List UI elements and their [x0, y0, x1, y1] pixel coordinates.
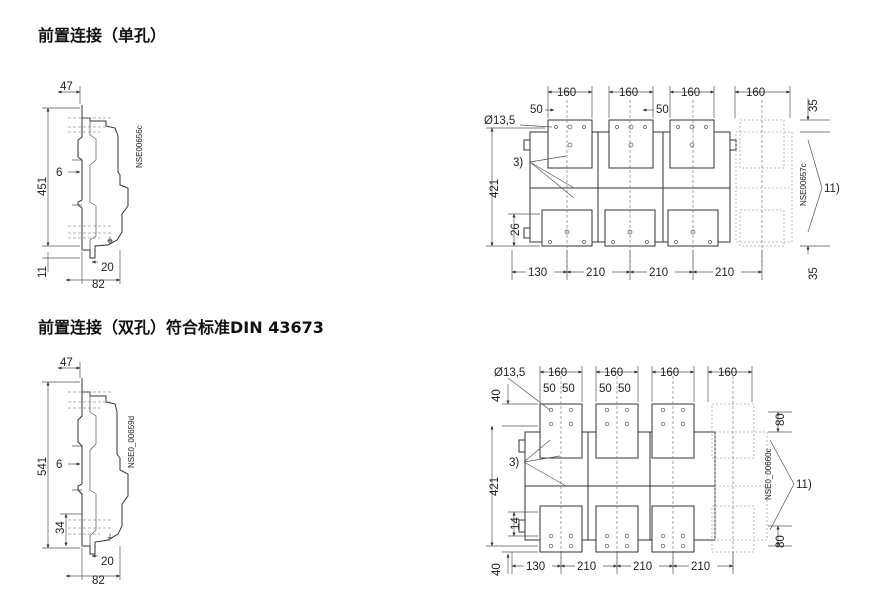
ground-symbol-2: ⏚	[106, 533, 114, 542]
dim-front-left: 130	[528, 267, 547, 279]
dim-front-width-4: 160	[746, 87, 765, 99]
terminals-bottom-2	[539, 505, 755, 553]
callout-11-front-2: 11)	[796, 479, 812, 491]
dim-side-bottom: 11	[37, 266, 49, 278]
callout-11-front-1: 11)	[824, 183, 840, 195]
drawing-code-side-2: NSE0_00659d	[127, 416, 136, 468]
dim2-pitch-1a: 50	[543, 383, 556, 395]
dim2-pitch-2a: 50	[599, 383, 612, 395]
dim-side-height: 451	[37, 177, 49, 196]
dim-pole-pitch-2: 210	[649, 267, 668, 279]
dim2-pole-pitch-3: 210	[691, 561, 710, 573]
dim-side2-depth: 82	[92, 575, 105, 587]
dim-side2-mid: 6	[56, 459, 62, 471]
dim2-height: 421	[489, 477, 501, 496]
front-view-single-hole: 160 160 160 160 50 50 Ø13,5 421 26 3) 35…	[484, 86, 840, 280]
section-title-double-hole: 前置连接（双孔）符合标准DIN 43673	[38, 318, 324, 337]
dim2-bottom-left: 40	[491, 563, 503, 576]
side-view-double-hole: ⏚ 47 541 6 34 20 82 NSE0_00659d	[37, 357, 136, 587]
dim-side-top: 47	[60, 81, 73, 93]
dim2-left: 130	[526, 561, 545, 573]
dim-side2-low: 34	[55, 521, 67, 534]
dim2-front-width-3: 160	[660, 367, 679, 379]
dim-pole-pitch-3: 210	[715, 267, 734, 279]
dim-side2-top: 47	[60, 357, 73, 369]
drawing-code-side-1: NSE00656c	[135, 125, 144, 168]
dim-front-height: 421	[489, 179, 501, 198]
drawing-code-front-2: NSE0_00660c	[764, 448, 773, 500]
ground-symbol: ⏚	[106, 236, 114, 245]
callout-3-front-2: 3)	[509, 457, 519, 469]
dim2-base: 14	[510, 517, 522, 530]
dim2-pitch-1b: 50	[562, 383, 575, 395]
dim2-hole: Ø13,5	[494, 367, 525, 379]
dim-side2-height: 541	[37, 457, 49, 476]
dim2-bottom-right: 80	[775, 535, 787, 548]
drawing-code-front-1: NSE00657c	[799, 163, 808, 206]
dim-side-mid: 6	[56, 167, 62, 179]
dim-front-bottom-right: 35	[808, 267, 820, 280]
dim2-pole-pitch-1: 210	[577, 561, 596, 573]
dim2-front-width-4: 160	[718, 367, 737, 379]
dim-side-depth: 82	[92, 279, 105, 291]
side-view-single-hole: ⏚ 47 451 6 11 20 82 NSE00656c	[37, 81, 144, 291]
optional-fourth-pole	[735, 131, 793, 243]
dim2-front-width-2: 160	[604, 367, 623, 379]
section-title-single-hole: 前置连接（单孔）	[38, 26, 167, 45]
dim-front-pitch-left: 50	[530, 104, 543, 116]
dim-front-pitch-right: 50	[656, 104, 669, 116]
side-profile-outline-2	[77, 378, 129, 555]
dim-front-width-3: 160	[681, 87, 700, 99]
dim2-pole-pitch-2: 210	[633, 561, 652, 573]
dim-front-top-right: 35	[808, 99, 820, 112]
dim-front-base: 26	[510, 223, 522, 236]
dim-side-thick: 20	[101, 262, 114, 274]
side-profile-outline	[77, 105, 129, 259]
dim2-top-right: 80	[775, 413, 787, 426]
dim2-pitch-2b: 50	[618, 383, 631, 395]
callout-3-front-1: 3)	[513, 157, 523, 169]
dim-pole-pitch-1: 210	[586, 267, 605, 279]
terminals-top	[547, 119, 785, 169]
dim-front-width-2: 160	[619, 87, 638, 99]
dim-side2-thick: 20	[101, 556, 114, 568]
dim2-front-width-1: 160	[548, 367, 567, 379]
front-view-double-hole: 160 160 160 160 50 50 50 50 Ø13,5 40 421…	[486, 366, 812, 576]
dim-front-hole: Ø13,5	[484, 115, 515, 127]
terminals-top-2	[539, 403, 755, 459]
dim-front-width-1: 160	[557, 87, 576, 99]
dim2-top-left: 40	[491, 389, 503, 402]
